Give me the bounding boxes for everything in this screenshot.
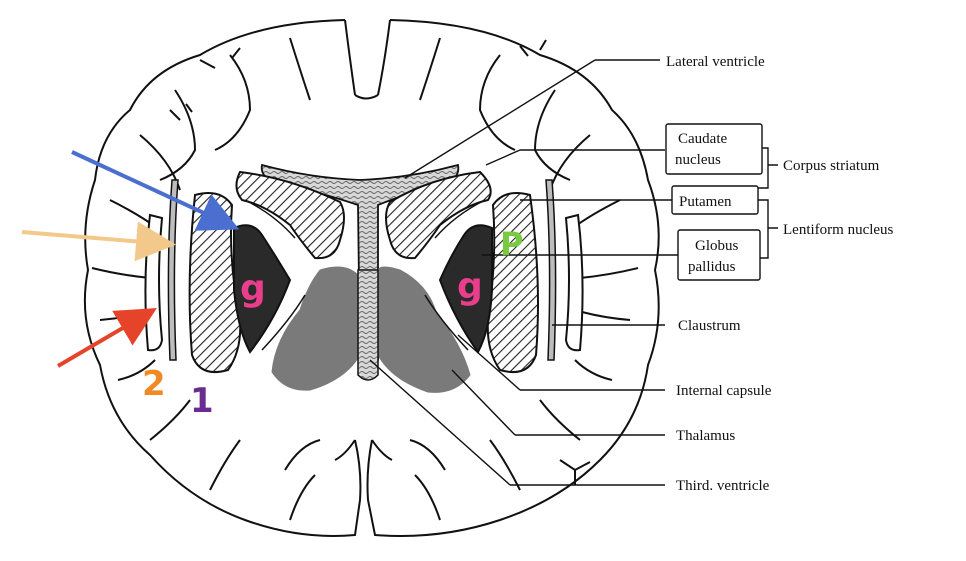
label-globus-line2: pallidus xyxy=(688,259,736,275)
marker-g-left: g xyxy=(240,268,266,309)
label-caudate-line1: Caudate xyxy=(678,131,727,147)
label-thalamus: Thalamus xyxy=(676,428,735,444)
label-caudate-line2: nucleus xyxy=(675,152,721,168)
marker-g-right: g xyxy=(457,266,483,307)
left-insula-strip xyxy=(145,215,162,350)
lentiform-bracket xyxy=(758,200,778,258)
right-claustrum xyxy=(546,180,556,360)
marker-p: P xyxy=(500,225,523,263)
left-claustrum xyxy=(168,180,178,360)
label-lateral-ventricle: Lateral ventricle xyxy=(666,54,765,70)
label-third-ventricle: Third. ventricle xyxy=(676,478,770,494)
label-internal-capsule: Internal capsule xyxy=(676,383,772,399)
marker-two: 2 xyxy=(142,364,166,404)
label-putamen: Putamen xyxy=(679,194,732,210)
right-insula-strip xyxy=(566,215,583,350)
marker-one: 1 xyxy=(190,381,214,421)
third-ventricle xyxy=(358,270,378,380)
label-globus-line1: Globus xyxy=(695,238,739,254)
longitudinal-fissure-top xyxy=(345,20,390,95)
label-corpus-striatum: Corpus striatum xyxy=(783,158,880,174)
label-claustrum: Claustrum xyxy=(678,318,741,334)
yellow-arrow xyxy=(22,232,168,244)
label-lentiform-nucleus: Lentiform nucleus xyxy=(783,222,894,238)
right-putamen xyxy=(488,193,538,372)
